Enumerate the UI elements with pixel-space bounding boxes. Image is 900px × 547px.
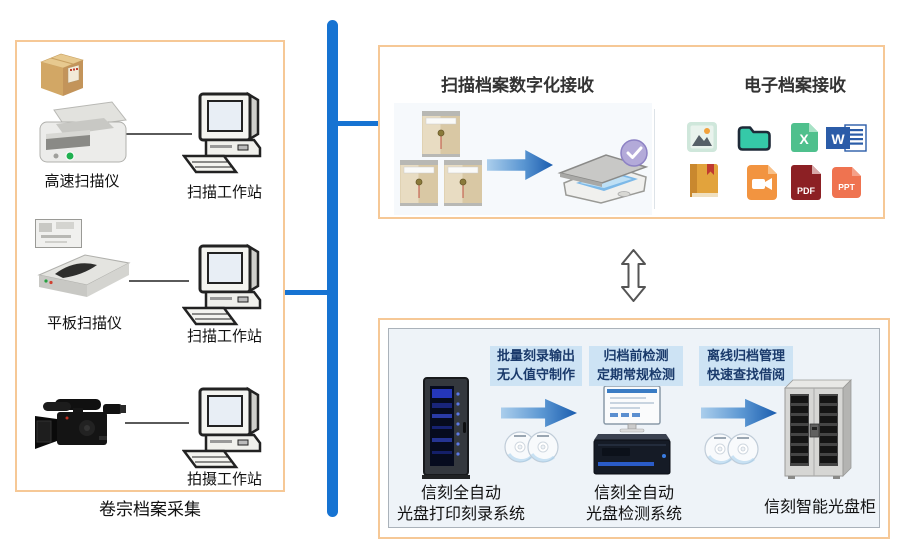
collection-panel: 高速扫描仪 扫描工作站 — [15, 40, 285, 492]
section-divider — [654, 109, 655, 209]
electronic-reception-title: 电子档案接收 — [744, 76, 846, 95]
system-label-detector: 信刻全自动 光盘检测系统 — [585, 485, 682, 523]
connector-line — [122, 133, 192, 135]
step-label-detect: 归档前检测 定期常规检测 — [589, 346, 683, 386]
ppt-file-icon: PPT — [832, 167, 861, 198]
branch-from-collection — [285, 290, 329, 295]
svg-text:PPT: PPT — [838, 182, 855, 192]
flatbed-scanner-icon — [37, 254, 131, 297]
sync-double-arrow — [621, 249, 646, 302]
archive-carton-icon — [40, 53, 84, 96]
step-label-archive: 离线归档管理 快速查找借阅 — [699, 346, 793, 386]
disc-printer-tower-icon — [422, 377, 470, 479]
collection-caption: 卷宗档案采集 — [99, 500, 201, 519]
system-label-printer: 信刻全自动 光盘打印刻录系统 — [396, 485, 525, 523]
disc-systems-panel: 批量刻录输出 无人值守制作 归档前检测 定期常规检测 离线归档管理 快速查找借阅 — [378, 318, 890, 539]
workstation-computer-icon — [182, 91, 262, 174]
excel-file-icon: X — [791, 123, 818, 152]
svg-text:PDF: PDF — [797, 186, 816, 196]
svg-text:X: X — [799, 131, 809, 147]
device-label: 高速扫描仪 — [44, 173, 120, 190]
high-speed-scanner-icon — [39, 101, 127, 163]
step-label-burn: 批量刻录输出 无人值守制作 — [490, 346, 582, 386]
branch-to-reception — [333, 121, 380, 126]
word-file-icon: W — [826, 124, 867, 152]
scanner-interior-photo — [35, 219, 82, 248]
station-label: 扫描工作站 — [186, 184, 262, 201]
trunk-line — [327, 20, 338, 517]
pdf-file-icon: PDF — [791, 165, 821, 200]
svg-text:W: W — [831, 131, 845, 147]
scanner-accepted-icon — [557, 139, 649, 204]
folder-icon — [737, 126, 771, 151]
archive-folders-icon — [400, 111, 482, 206]
discs-icon — [704, 433, 759, 465]
workstation-computer-icon — [182, 386, 262, 469]
video-camera-icon — [35, 399, 126, 449]
reception-panel: 扫描档案数字化接收 — [378, 45, 885, 219]
video-file-icon — [747, 165, 777, 200]
book-icon — [690, 164, 718, 197]
connector-line — [125, 422, 189, 424]
connector-line — [129, 280, 189, 282]
smart-disc-cabinet-icon — [784, 379, 852, 479]
scan-reception-title: 扫描档案数字化接收 — [441, 76, 594, 95]
station-label: 扫描工作站 — [186, 328, 262, 345]
system-label-cabinet: 信刻智能光盘柜 — [763, 499, 876, 516]
station-label: 拍摄工作站 — [186, 471, 262, 488]
disc-detection-system-icon — [593, 386, 671, 475]
discs-icon — [504, 431, 559, 463]
workstation-computer-icon — [182, 243, 262, 326]
device-label: 平板扫描仪 — [46, 315, 122, 332]
image-file-icon — [687, 122, 717, 152]
